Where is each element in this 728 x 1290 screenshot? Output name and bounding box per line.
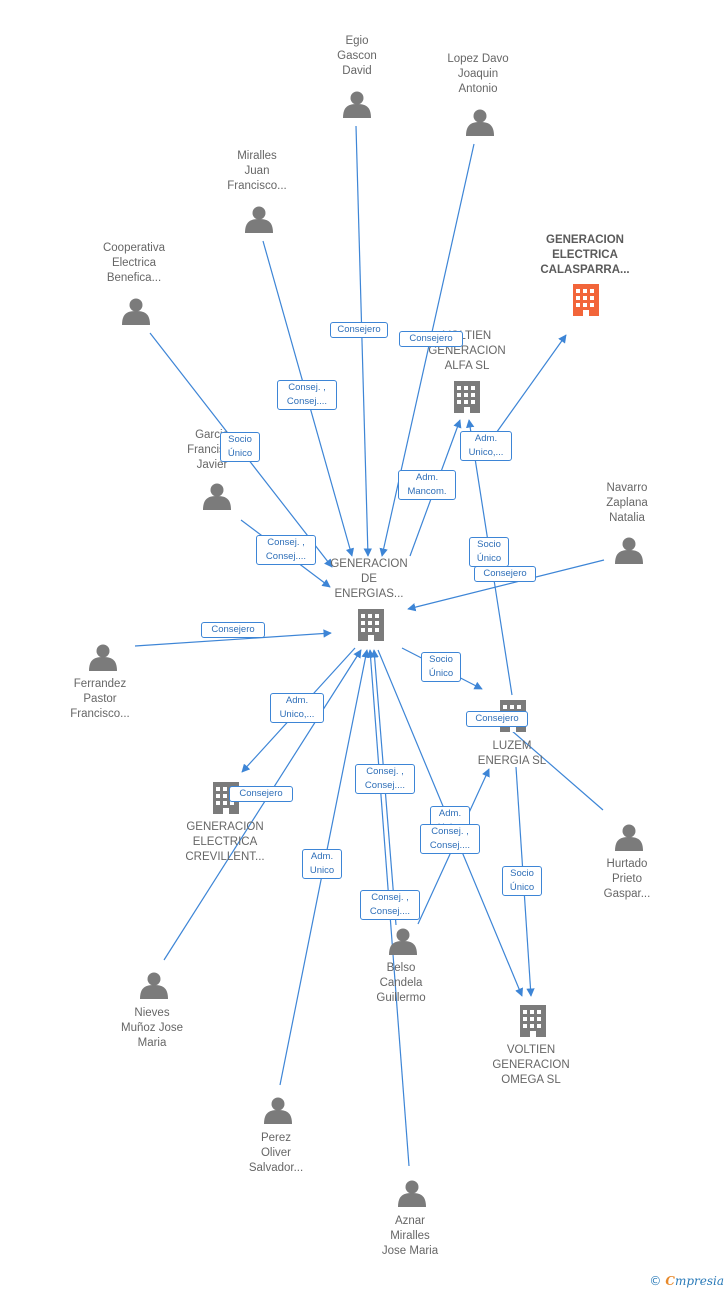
edge-label-belso-to-generacion_energias[interactable]: Consej. , Consej.... — [355, 764, 415, 794]
garcia-person-icon[interactable] — [203, 483, 231, 511]
hurtado-label[interactable]: Hurtado Prieto Gaspar... — [603, 858, 651, 900]
edge-label-nieves-to-generacion_energias[interactable]: Consejero — [229, 786, 293, 802]
edge-label-generacion_energias-to-luzem[interactable]: Socio Único — [421, 652, 461, 682]
hurtado-person-icon[interactable] — [615, 824, 643, 852]
generacion-energias-label[interactable]: GENERACION DE ENERGIAS... — [330, 558, 408, 600]
edge-ferrandez-to-generacion_energias — [134, 629, 332, 647]
edge-label-cooperativa-to-generacion_energias[interactable]: Socio Único — [220, 432, 260, 462]
lopez-label[interactable]: Lopez Davo Joaquin Antonio — [447, 53, 509, 95]
voltien-omega-building-icon[interactable] — [520, 1005, 546, 1037]
edge-hurtado-to-luzem — [495, 716, 604, 811]
navarro-label[interactable]: Navarro Zaplana Natalia — [606, 482, 648, 524]
edge-label-ferrandez-to-generacion_energias[interactable]: Consejero — [201, 622, 265, 638]
edge-label-navarro-to-generacion_energias[interactable]: Consejero — [474, 566, 536, 582]
luzem-label[interactable]: LUZEM ENERGIA SL — [477, 740, 547, 767]
generacion-crevillent-label[interactable]: GENERACION ELECTRICA CREVILLENT... — [185, 821, 265, 863]
edge-label-egio-to-generacion_energias[interactable]: Consejero — [330, 322, 388, 338]
edge-nieves-to-generacion_energias — [163, 649, 362, 961]
edge-lopez-to-generacion_energias — [379, 143, 475, 557]
edge-luzem-to-generacion_calasparra — [483, 334, 567, 451]
generacion-energias-building-icon[interactable] — [358, 609, 384, 641]
aznar-label[interactable]: Aznar Miralles Jose Maria — [381, 1215, 439, 1257]
edge-label-aznar-to-generacion_energias[interactable]: Consej. , Consej.... — [360, 890, 420, 920]
nieves-label[interactable]: Nieves Muñoz Jose Maria — [120, 1007, 183, 1049]
egio-person-icon[interactable] — [343, 91, 371, 119]
cooperativa-person-icon[interactable] — [122, 298, 150, 326]
empresia-logo: ©Cmpresia — [649, 1274, 724, 1288]
edge-label-luzem-to-generacion_calasparra[interactable]: Adm. Unico,... — [460, 431, 512, 461]
edge-label-miralles-to-generacion_energias[interactable]: Consej. , Consej.... — [277, 380, 337, 410]
edge-label-generacion_energias-to-voltien_alfa[interactable]: Adm. Mancom. — [398, 470, 456, 500]
cooperativa-label[interactable]: Cooperativa Electrica Benefica... — [102, 242, 165, 284]
edge-egio-to-generacion_energias — [355, 125, 372, 557]
generacion-calasparra-building-icon[interactable] — [573, 284, 599, 316]
edge-label-luzem-to-voltien_omega[interactable]: Socio Único — [502, 866, 542, 896]
ferrandez-person-icon[interactable] — [89, 644, 117, 672]
belso-label[interactable]: Belso Candela Guillermo — [376, 962, 426, 1004]
voltien-alfa-building-icon[interactable] — [454, 381, 480, 413]
egio-label[interactable]: Egio Gascon David — [337, 35, 377, 77]
edge-label-perez-to-generacion_energias[interactable]: Adm. Unico — [302, 849, 342, 879]
belso-person-icon[interactable] — [389, 928, 417, 956]
edge-label-luzem-to-voltien_alfa[interactable]: Socio Único — [469, 537, 509, 567]
nieves-person-icon[interactable] — [140, 972, 168, 1000]
voltien-omega-label[interactable]: VOLTIEN GENERACION OMEGA SL — [492, 1044, 570, 1086]
miralles-person-icon[interactable] — [245, 206, 273, 234]
edge-label-generacion_energias-to-voltien_omega[interactable]: Consej. , Consej.... — [420, 824, 480, 854]
edge-label-generacion_energias-to-generacion_crevillent[interactable]: Adm. Unico,... — [270, 693, 324, 723]
perez-label[interactable]: Perez Oliver Salvador... — [248, 1132, 304, 1174]
edge-label-lopez-to-generacion_energias[interactable]: Consejero — [399, 331, 463, 347]
ferrandez-label[interactable]: Ferrandez Pastor Francisco... — [70, 678, 130, 720]
edge-navarro-to-generacion_energias — [407, 559, 605, 612]
edge-label-garcia-to-generacion_energias[interactable]: Consej. , Consej.... — [256, 535, 316, 565]
generacion-calasparra-label[interactable]: GENERACION ELECTRICA CALASPARRA... — [540, 234, 630, 276]
edge-label-hurtado-to-luzem[interactable]: Consejero — [466, 711, 528, 727]
lopez-person-icon[interactable] — [466, 109, 494, 137]
miralles-label[interactable]: Miralles Juan Francisco... — [227, 150, 287, 192]
navarro-person-icon[interactable] — [615, 537, 643, 565]
perez-person-icon[interactable] — [264, 1097, 292, 1125]
aznar-person-icon[interactable] — [398, 1180, 426, 1208]
